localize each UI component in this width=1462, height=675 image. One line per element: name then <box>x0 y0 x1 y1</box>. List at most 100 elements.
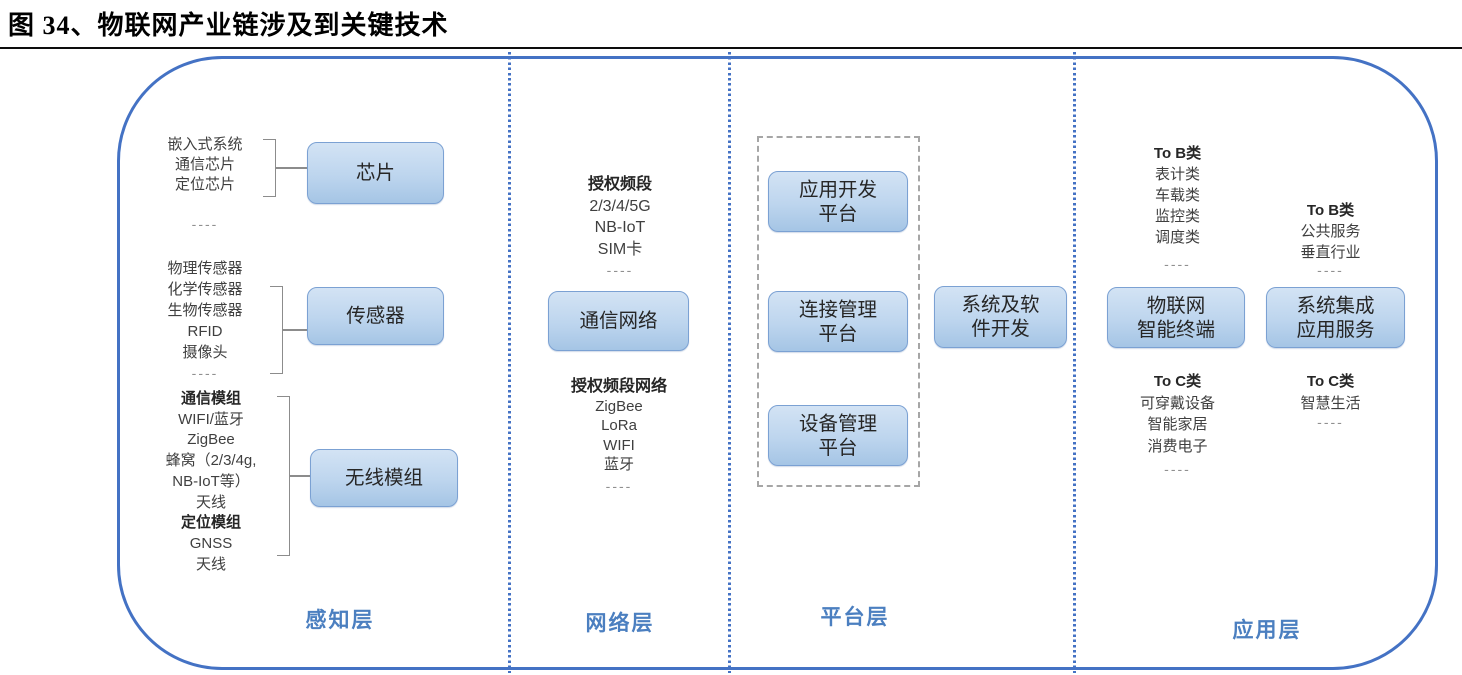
chip-box: 芯片 <box>307 142 444 204</box>
to-c-right-title: To C类 <box>1306 373 1355 390</box>
column-divider-1 <box>508 52 511 673</box>
communication-network-box-label: 通信网络 <box>579 310 658 332</box>
to-c-left-dashes: ---- <box>1164 461 1191 477</box>
iot-terminal-line1: 物联网 <box>1146 294 1206 317</box>
device-mgmt-platform-line1: 设备管理 <box>798 412 877 435</box>
platform-dashed-frame <box>757 136 920 487</box>
perception-layer-label: 感知层 <box>305 609 375 632</box>
to-c-right-items: To C类 智慧生活 <box>1268 371 1393 414</box>
to-b-right-title: To B类 <box>1306 202 1355 219</box>
comm-module-title: 通信模组 <box>180 390 241 407</box>
unlicensed-band-items: 授权频段网络 ZigBee LoRa WIFI 蓝牙 <box>538 377 700 475</box>
system-software-dev-box: 系统及软 件开发 <box>934 286 1067 348</box>
list-item: ZigBee <box>595 397 643 415</box>
list-item: LoRa <box>601 417 637 434</box>
list-item: NB-IoT <box>594 219 646 236</box>
list-item: 表计类 <box>1154 166 1200 183</box>
app-dev-platform-line1: 应用开发 <box>798 178 877 201</box>
list-item: 2/3/4/5G <box>589 197 651 215</box>
communication-network-box: 通信网络 <box>548 291 689 351</box>
list-item: 蓝牙 <box>603 456 634 473</box>
iot-terminal-line2: 智能终端 <box>1136 318 1215 341</box>
figure-title: 图 34、物联网产业链涉及到关键技术 <box>8 11 449 40</box>
list-item: WIFI <box>603 436 635 454</box>
sensor-items: 物理传感器 化学传感器 生物传感器 RFID 摄像头 ---- <box>140 258 270 384</box>
list-item: 嵌入式系统 <box>167 136 243 153</box>
list-item: RFID <box>187 323 223 340</box>
to-c-right-dashes: ---- <box>1317 414 1344 430</box>
app-dev-platform-box: 应用开发 平台 <box>768 171 908 232</box>
list-item: 天线 <box>195 493 226 511</box>
wireless-bracket <box>277 396 290 556</box>
list-item: 可穿戴设备 <box>1139 394 1215 412</box>
list-item: 摄像头 <box>182 344 228 361</box>
sensor-connector <box>283 329 307 331</box>
to-b-left-title: To B类 <box>1153 145 1202 162</box>
chip-box-label: 芯片 <box>355 162 395 184</box>
chip-connector <box>276 167 307 169</box>
to-b-right-items: To B类 公共服务 垂直行业 <box>1268 200 1393 263</box>
list-item: 生物传感器 <box>167 302 243 319</box>
sensor-box-label: 传感器 <box>346 305 405 327</box>
system-software-dev-line1: 系统及软 <box>961 294 1040 316</box>
chip-items: 嵌入式系统 通信芯片 定位芯片 <box>145 135 265 195</box>
to-b-right-dashes: ---- <box>1317 262 1344 278</box>
sensor-more-dashes: ---- <box>191 365 219 381</box>
list-item: 智能家居 <box>1147 416 1208 433</box>
list-item: NB-IoT等） <box>172 472 250 490</box>
list-item: 垂直行业 <box>1300 244 1361 261</box>
chip-bracket <box>263 139 276 197</box>
to-b-left-items: To B类 表计类 车载类 监控类 调度类 <box>1115 143 1240 248</box>
to-c-left-title: To C类 <box>1153 373 1202 390</box>
column-divider-3 <box>1073 52 1076 673</box>
platform-layer-label: 平台层 <box>820 606 890 629</box>
list-item: WIFI/蓝牙 <box>178 410 244 428</box>
list-item: 天线 <box>195 555 226 573</box>
list-item: ZigBee <box>187 431 235 449</box>
list-item: 智慧生活 <box>1300 394 1361 412</box>
connection-mgmt-platform-line2: 平台 <box>818 322 858 345</box>
list-item: 定位芯片 <box>174 176 235 193</box>
list-item: 通信芯片 <box>174 156 235 173</box>
sensor-box: 传感器 <box>307 287 444 345</box>
system-integration-box: 系统集成 应用服务 <box>1266 287 1405 348</box>
unlicensed-band-title: 授权频段网络 <box>570 378 667 395</box>
list-item: 蜂窝（2/3/4g, <box>165 452 257 470</box>
list-item: 物理传感器 <box>167 260 243 277</box>
list-item: 监控类 <box>1154 208 1200 225</box>
list-item: 消费电子 <box>1147 437 1208 455</box>
unlicensed-more-dashes: ---- <box>605 478 633 494</box>
iot-terminal-box: 物联网 智能终端 <box>1107 287 1245 348</box>
wireless-connector <box>290 475 310 477</box>
system-software-dev-line2: 件开发 <box>971 318 1030 340</box>
application-layer-label: 应用层 <box>1232 619 1302 642</box>
column-divider-2 <box>728 52 731 673</box>
wireless-module-box: 无线模组 <box>310 449 458 507</box>
title-divider <box>0 47 1462 49</box>
to-b-left-dashes: ---- <box>1164 256 1191 272</box>
sensor-bracket <box>270 286 283 374</box>
wireless-items: 通信模组 WIFI/蓝牙 ZigBee 蜂窝（2/3/4g, NB-IoT等） … <box>125 389 297 575</box>
device-mgmt-platform-box: 设备管理 平台 <box>768 405 908 466</box>
network-layer-label: 网络层 <box>585 612 655 635</box>
list-item: 调度类 <box>1154 229 1200 246</box>
connection-mgmt-platform-box: 连接管理 平台 <box>768 291 908 352</box>
licensed-more-dashes: ---- <box>606 262 634 278</box>
connection-mgmt-platform-line1: 连接管理 <box>798 298 877 321</box>
list-item: 车载类 <box>1154 187 1200 204</box>
list-item: 化学传感器 <box>167 281 243 298</box>
system-integration-line2: 应用服务 <box>1296 318 1375 341</box>
list-item: GNSS <box>189 534 233 552</box>
list-item: SIM卡 <box>597 240 643 258</box>
app-dev-platform-line2: 平台 <box>818 202 858 225</box>
diagram-frame <box>117 56 1438 670</box>
system-integration-line1: 系统集成 <box>1296 294 1375 317</box>
licensed-band-title: 授权频段 <box>587 176 652 193</box>
device-mgmt-platform-line2: 平台 <box>818 436 858 459</box>
list-item: 公共服务 <box>1300 223 1361 240</box>
licensed-band-items: 授权频段 2/3/4/5G NB-IoT SIM卡 <box>550 174 690 260</box>
wireless-module-box-label: 无线模组 <box>344 467 423 489</box>
position-module-title: 定位模组 <box>180 514 241 532</box>
to-c-left-items: To C类 可穿戴设备 智能家居 消费电子 <box>1115 371 1240 457</box>
